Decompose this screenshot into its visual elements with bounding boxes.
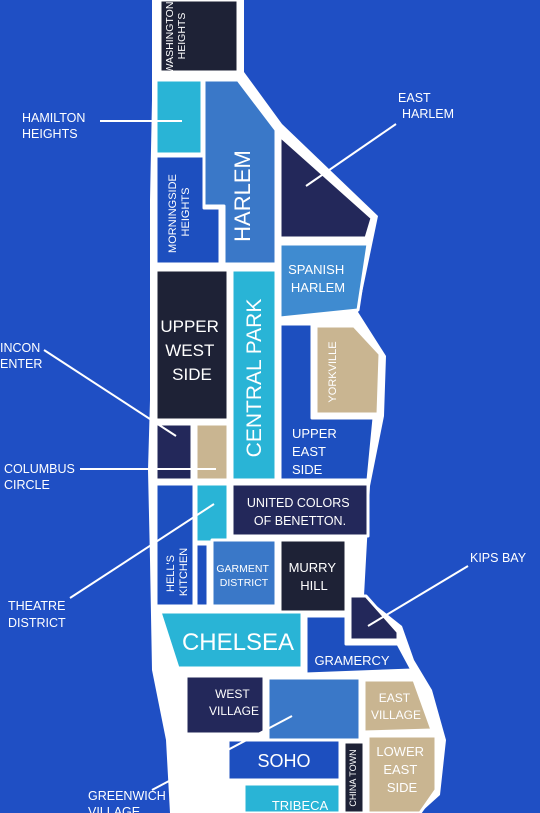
label-washington-heights: WASHINGTON HEIGHTS xyxy=(164,0,188,73)
leader-east-harlem xyxy=(305,123,397,187)
block-harlem xyxy=(202,78,278,266)
leader-greenwich-village xyxy=(151,715,293,791)
callout-greenwich-village: GREENWICH VILLAGE xyxy=(88,789,169,813)
label-murry-hill: MURRY HILL xyxy=(289,560,340,593)
callout-east-harlem: EAST HARLEM xyxy=(398,91,454,121)
block-kips-bay xyxy=(348,594,400,642)
block-east-harlem xyxy=(278,134,374,240)
block-united-colors xyxy=(230,482,370,538)
label-hells-kitchen: HELL'S KITCHEN xyxy=(165,548,190,596)
block-murry-hill xyxy=(278,538,348,614)
block-yorkville xyxy=(314,324,382,416)
callout-theatre-district: THEATRE DISTRICT xyxy=(8,599,69,630)
label-garment-district: GARMENT DISTRICT xyxy=(216,563,271,589)
callout-columbus-circle: COLUMBUS CIRCLE xyxy=(4,462,78,492)
block-upper-west-side xyxy=(154,268,230,422)
block-garment-district xyxy=(210,538,278,608)
callout-hamilton-heights: HAMILTON HEIGHTS xyxy=(22,111,89,141)
block-chelsea xyxy=(158,610,304,670)
label-upper-east-side: UPPER EAST SIDE xyxy=(292,426,340,477)
leader-kips-bay xyxy=(367,565,469,627)
block-greenwich-village xyxy=(266,676,362,742)
label-gramercy: GRAMERCY xyxy=(314,653,389,668)
block-washington-heights xyxy=(158,0,240,74)
label-lower-east-side: LOWER EAST SIDE xyxy=(376,744,427,795)
block-china-town xyxy=(342,740,366,813)
block-east-village xyxy=(362,678,434,734)
block-soho xyxy=(226,738,342,782)
block-spanish-harlem xyxy=(278,242,370,320)
label-central-park: CENTRAL PARK xyxy=(243,299,266,458)
block-west-village xyxy=(184,674,266,736)
label-morningside-heights: MORNINGSIDE HEIGHTS xyxy=(167,171,192,253)
label-upper-west-side: UPPER WEST SIDE xyxy=(160,317,223,384)
label-yorkville: YORKVILLE xyxy=(327,341,339,402)
block-lower-east-side xyxy=(366,734,438,813)
label-united-colors: UNITED COLORS OF BENETTON. xyxy=(247,496,353,528)
label-soho: SOHO xyxy=(257,751,310,771)
leader-theatre-district xyxy=(69,503,215,599)
block-gramercy xyxy=(304,614,414,676)
callout-kips-bay: KIPS BAY xyxy=(470,551,527,565)
label-harlem: HARLEM xyxy=(230,150,255,242)
label-china-town: CHINA TOWN xyxy=(348,749,358,806)
block-upper-east-side xyxy=(278,322,376,482)
block-lincoln-center xyxy=(154,422,194,482)
block-morningside-heights xyxy=(154,154,222,266)
block-hells-kitchen-west xyxy=(154,482,196,608)
label-spanish-harlem: SPANISH HARLEM xyxy=(288,262,348,295)
label-east-village: EAST VILLAGE xyxy=(371,691,421,722)
label-chelsea: CHELSEA xyxy=(182,629,294,656)
leader-lincoln-center xyxy=(43,349,177,437)
label-tribeca: TRIBECA xyxy=(272,798,329,813)
block-tribeca xyxy=(242,782,342,813)
block-hells-kitchen-strip xyxy=(194,542,210,608)
label-west-village: WEST VILLAGE xyxy=(209,687,259,718)
block-central-park xyxy=(230,268,278,482)
block-hamilton-heights xyxy=(154,78,204,156)
callout-lincoln-center: INCON ENTER xyxy=(0,341,44,371)
block-columbus-circle xyxy=(194,422,230,482)
